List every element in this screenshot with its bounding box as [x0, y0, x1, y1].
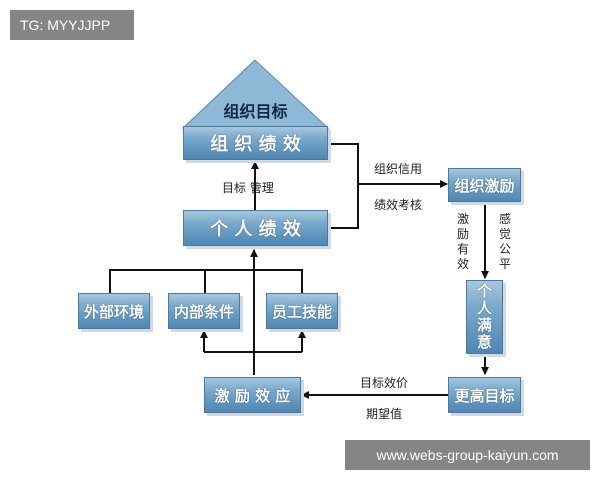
- watermark-top-left: TG: MYYJJPP: [10, 10, 134, 40]
- goal-management-label: 目标 管理: [222, 181, 274, 195]
- higher-goal-label: 更高目标: [454, 386, 515, 405]
- internal-conditions-box: 内部条件: [168, 293, 240, 329]
- staff-skills-label: 员工技能: [271, 302, 332, 321]
- performance-evaluation-label: 绩效考核: [374, 198, 423, 212]
- higher-goal-box: 更高目标: [448, 377, 521, 413]
- external-environment-label: 外部环境: [83, 302, 144, 321]
- goal-value-label: 目标效价: [360, 376, 409, 390]
- watermark-bottom-right-text: www.webs-group-kaiyun.com: [376, 447, 559, 463]
- internal-conditions-label: 内部条件: [173, 302, 234, 321]
- external-environment-box: 外部环境: [78, 293, 150, 329]
- org-credit-label: 组织信用: [374, 162, 423, 176]
- individual-performance-box: 个 人 绩 效: [183, 210, 328, 246]
- staff-skills-box: 员工技能: [266, 293, 338, 329]
- incentive-valid-label: 激励有效: [456, 212, 469, 271]
- org-goal-label: 组织目标: [223, 102, 288, 121]
- incentive-effect-label: 激 励 效 应: [214, 386, 291, 405]
- org-performance-box: 组 织 绩 效: [183, 126, 328, 160]
- individual-satisfaction-box: 个人满意: [466, 280, 503, 354]
- incentive-effect-box: 激 励 效 应: [204, 377, 301, 413]
- watermark-bottom-right: www.webs-group-kaiyun.com: [345, 440, 590, 470]
- org-incentive-box: 组织激励: [448, 168, 521, 202]
- watermark-top-left-text: TG: MYYJJPP: [20, 17, 111, 33]
- individual-performance-label: 个 人 绩 效: [210, 219, 301, 240]
- bracket-perf: [328, 143, 359, 229]
- org-incentive-label: 组织激励: [454, 176, 515, 195]
- individual-satisfaction-label: 个人满意: [477, 282, 493, 351]
- feel-fair-label: 感觉公平: [498, 212, 511, 271]
- expectation-label: 期望值: [366, 407, 403, 421]
- org-performance-label: 组 织 绩 效: [210, 134, 301, 155]
